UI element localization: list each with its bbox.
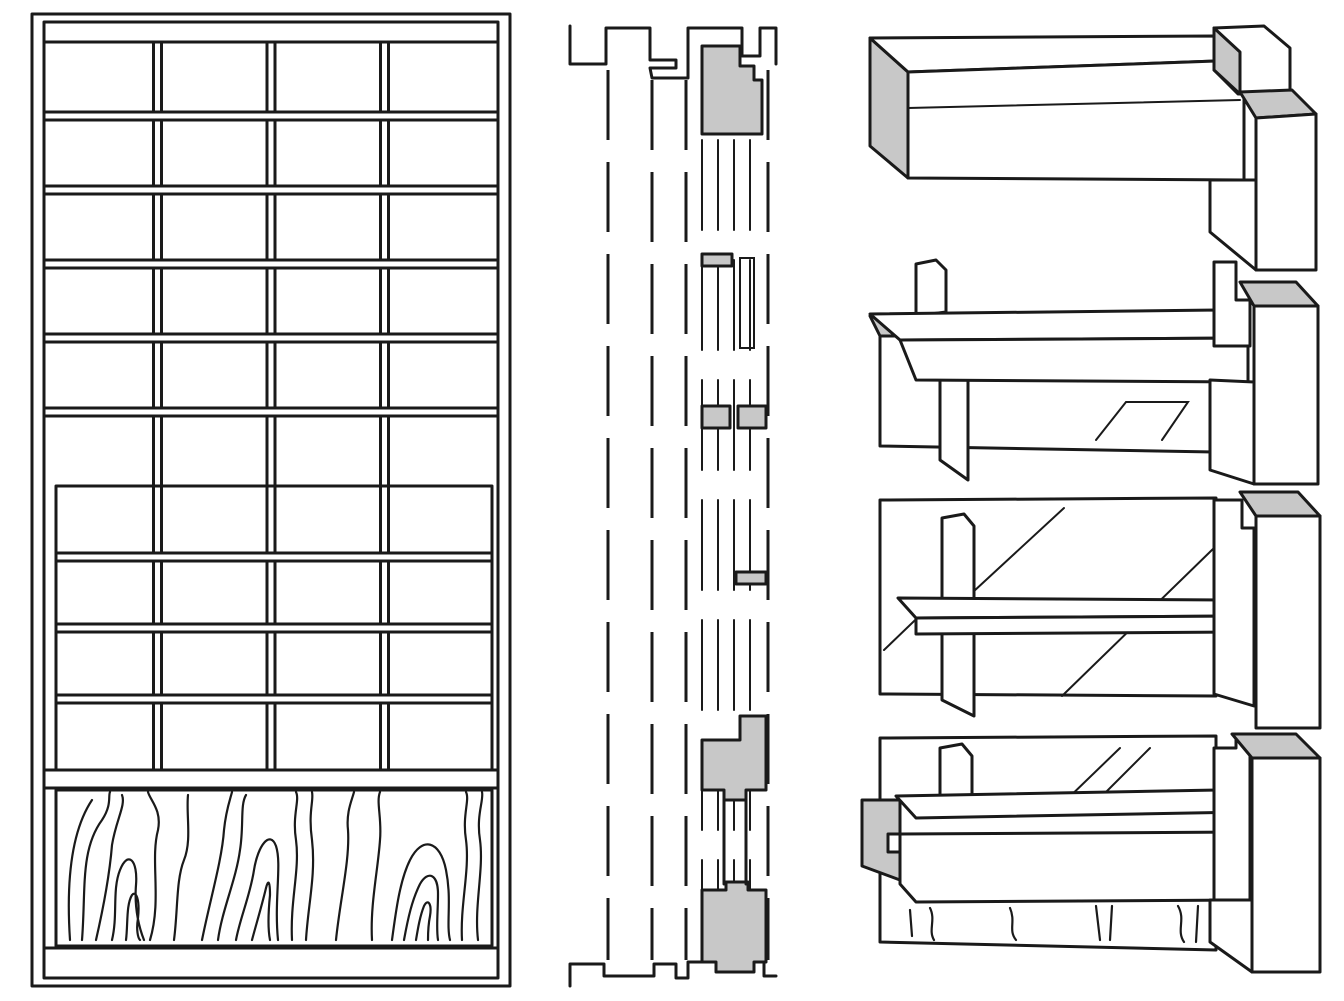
rail-front-1	[906, 58, 1246, 182]
horizontal-muntin	[42, 110, 500, 122]
bottom-rail-section	[700, 880, 768, 974]
muntin-section-3	[736, 404, 768, 430]
stile-joint-3	[1212, 498, 1256, 708]
horizontal-muntin	[42, 406, 500, 418]
vertical-muntin	[379, 40, 390, 772]
rail-front-2	[898, 336, 1250, 384]
horizontal-muntin	[54, 693, 494, 705]
outer-frame	[30, 12, 512, 988]
vertical-muntin	[152, 40, 163, 772]
stile-joint-4	[1212, 738, 1252, 902]
bottom-rail	[42, 946, 500, 980]
stile-front-3	[1254, 514, 1322, 730]
muntin-edge-1	[739, 257, 755, 349]
muntin-top-2	[914, 258, 948, 318]
horizontal-muntin	[42, 258, 500, 270]
vertical-muntin	[265, 40, 277, 772]
rail-top-2	[868, 308, 1248, 342]
top-track-profile	[568, 24, 778, 80]
section-view	[568, 24, 778, 988]
mid-rail	[42, 768, 500, 790]
stile-joint-2	[1212, 260, 1252, 348]
stile-top-3	[1238, 490, 1322, 518]
muntin-section-1	[700, 252, 734, 268]
horizontal-muntin	[54, 622, 494, 634]
stile-front-4	[1250, 756, 1322, 974]
joint-detail-1	[868, 24, 1318, 272]
wood-grain	[67, 790, 484, 942]
rail-edge-1	[907, 99, 1241, 109]
kickboard-grain-4	[908, 904, 1200, 944]
muntin-low-2	[938, 378, 970, 482]
muntin-section-4	[734, 570, 768, 586]
paper-hatch-2	[1095, 401, 1190, 441]
muntin-section-2	[700, 404, 732, 430]
kickboard-frame	[54, 788, 494, 948]
stile-side-4	[1208, 898, 1254, 974]
joint-detail-2	[868, 258, 1320, 486]
stile-top-2	[1238, 280, 1320, 308]
muntin-front-3	[914, 614, 1242, 636]
kickboard-panel	[54, 788, 494, 948]
rail-top-4	[894, 788, 1248, 820]
rail-end-shade-4	[860, 798, 902, 882]
horizontal-muntin	[42, 184, 500, 196]
mid-rail-section	[700, 714, 768, 802]
screen-elevation	[30, 12, 512, 988]
lattice-grid	[42, 40, 500, 772]
joint-detail-3	[878, 490, 1322, 730]
stile-front-1	[1254, 112, 1318, 272]
stile-side-1	[1208, 178, 1258, 272]
joint-detail-4	[860, 732, 1322, 974]
top-rail-section	[700, 44, 764, 136]
stile-front-2	[1252, 304, 1320, 486]
top-rail	[42, 20, 500, 44]
horizontal-muntin	[42, 332, 500, 344]
stile-side-2	[1208, 378, 1256, 486]
rail-front-4	[898, 830, 1248, 904]
horizontal-muntin	[54, 551, 494, 563]
